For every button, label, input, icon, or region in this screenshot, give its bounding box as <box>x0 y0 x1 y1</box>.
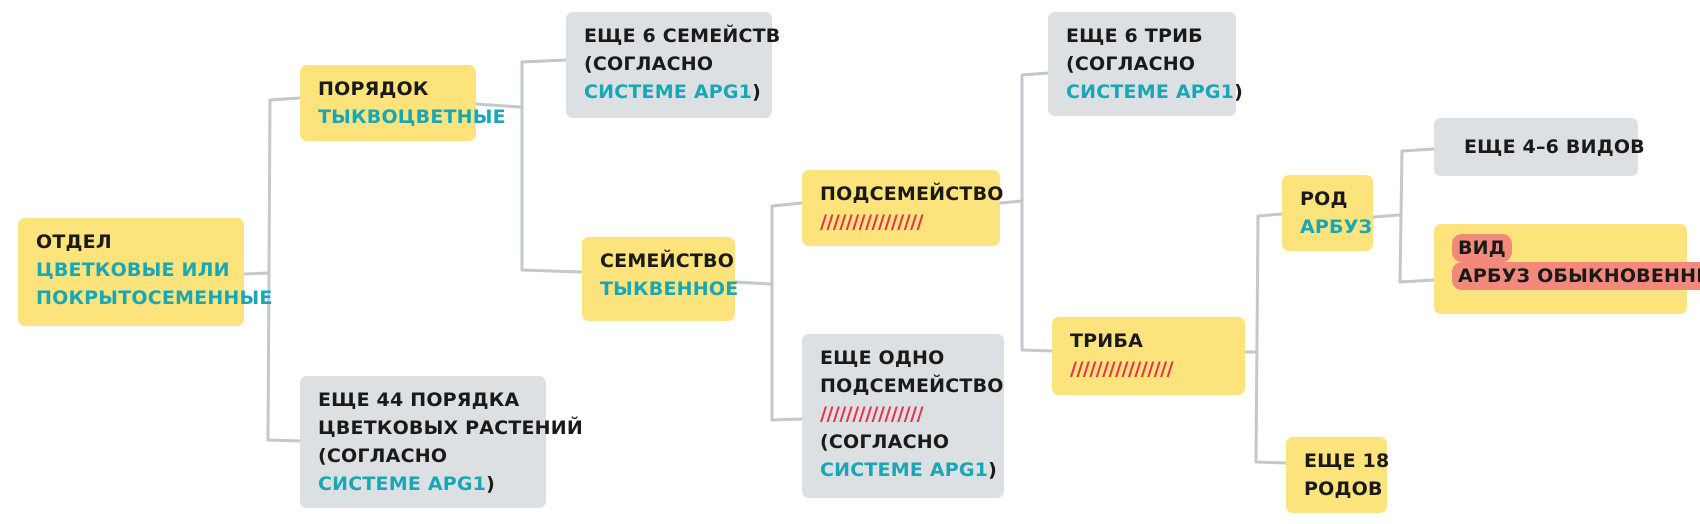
connector-tribe-branch <box>1254 212 1288 465</box>
other-orders-line3: (СОГЛАСНО <box>318 445 448 467</box>
connector-order-branch <box>520 58 584 274</box>
other-tribes-line2: (СОГЛАСНО <box>1066 53 1196 75</box>
tribe-rank: ТРИБА <box>1070 330 1143 352</box>
node-order: ПОРЯДОК ТЫКВОЦВЕТНЫЕ <box>300 65 506 141</box>
other-subfamily-placeholder-hatch: //////////////// <box>820 403 924 425</box>
node-other-families: ЕЩЕ 6 СЕМЕЙСТВ (СОГЛАСНО СИСТЕМЕ APG1) <box>566 12 781 118</box>
other-genera-line1: ЕЩЕ 18 <box>1304 450 1390 472</box>
connector-genus <box>1371 213 1402 219</box>
node-division: ОТДЕЛ ЦВЕТКОВЫЕ ИЛИ ПОКРЫТОСЕМЕННЫЕ <box>18 218 273 326</box>
connector-family <box>733 280 772 286</box>
other-subfamily-line3: (СОГЛАСНО <box>820 431 950 453</box>
family-rank: СЕМЕЙСТВО <box>600 250 735 272</box>
other-families-line1: ЕЩЕ 6 СЕМЕЙСТВ <box>584 25 781 47</box>
division-name-line2: ПОКРЫТОСЕМЕННЫЕ <box>36 287 273 309</box>
connector-family-branch <box>770 201 804 422</box>
connector-genus-branch <box>1398 147 1436 284</box>
other-subfamily-line2: ПОДСЕМЕЙСТВО <box>820 375 1004 397</box>
node-other-species: ЕЩЕ 4–6 ВИДОВ <box>1434 118 1645 176</box>
connector-subfamily-branch <box>1020 71 1054 353</box>
node-other-genera: ЕЩЕ 18 РОДОВ <box>1286 437 1390 513</box>
other-families-line2: (СОГЛАСНО <box>584 53 714 75</box>
tribe-placeholder-hatch: //////////////// <box>1070 358 1174 380</box>
other-tribes-line1: ЕЩЕ 6 ТРИБ <box>1066 25 1203 47</box>
connector-division-branch <box>266 96 302 443</box>
other-families-close: ) <box>752 81 761 103</box>
other-families-source: СИСТЕМЕ APG1 <box>584 81 753 103</box>
subfamily-placeholder-hatch: //////////////// <box>820 211 924 233</box>
division-rank: ОТДЕЛ <box>36 231 112 253</box>
node-tribe: ТРИБА //////////////// <box>1052 317 1245 395</box>
species-name: АРБУЗ ОБЫКНОВЕННЫЙ <box>1452 262 1700 290</box>
division-name-line1: ЦВЕТКОВЫЕ ИЛИ <box>36 259 230 281</box>
other-orders-line2: ЦВЕТКОВЫХ РАСТЕНИЙ <box>318 417 583 439</box>
other-subfamily-source: СИСТЕМЕ APG1 <box>820 459 989 481</box>
node-other-subfamily: ЕЩЕ ОДНО ПОДСЕМЕЙСТВО //////////////// (… <box>802 334 1004 498</box>
node-genus: РОД АРБУЗ <box>1282 175 1373 251</box>
node-other-tribes: ЕЩЕ 6 ТРИБ (СОГЛАСНО СИСТЕМЕ APG1) <box>1048 12 1243 116</box>
family-name: ТЫКВЕННОЕ <box>600 278 739 300</box>
order-rank: ПОРЯДОК <box>318 78 429 100</box>
connector-division <box>242 271 270 276</box>
other-orders-close: ) <box>486 473 495 495</box>
other-species-line1: ЕЩЕ 4–6 ВИДОВ <box>1464 136 1645 158</box>
other-tribes-source: СИСТЕМЕ APG1 <box>1066 81 1235 103</box>
other-genera-line2: РОДОВ <box>1304 478 1383 500</box>
species-rank: ВИД <box>1452 234 1512 262</box>
node-species: ВИД АРБУЗ ОБЫКНОВЕННЫЙ <box>1434 224 1700 314</box>
other-subfamily-line1: ЕЩЕ ОДНО <box>820 347 945 369</box>
connector-order <box>474 102 522 109</box>
other-subfamily-close: ) <box>988 459 997 481</box>
genus-rank: РОД <box>1300 188 1348 210</box>
node-family: СЕМЕЙСТВО ТЫКВЕННОЕ <box>582 237 739 321</box>
subfamily-rank: ПОДСЕМЕЙСТВО <box>820 183 1004 205</box>
order-name: ТЫКВОЦВЕТНЫЕ <box>318 106 506 128</box>
genus-name: АРБУЗ <box>1300 216 1373 238</box>
node-other-orders: ЕЩЕ 44 ПОРЯДКА ЦВЕТКОВЫХ РАСТЕНИЙ (СОГЛА… <box>300 376 583 508</box>
node-subfamily: ПОДСЕМЕЙСТВО //////////////// <box>802 170 1004 246</box>
other-tribes-close: ) <box>1234 81 1243 103</box>
other-orders-source: СИСТЕМЕ APG1 <box>318 473 487 495</box>
other-orders-line1: ЕЩЕ 44 ПОРЯДКА <box>318 389 520 411</box>
connector-subfamily <box>998 199 1024 205</box>
